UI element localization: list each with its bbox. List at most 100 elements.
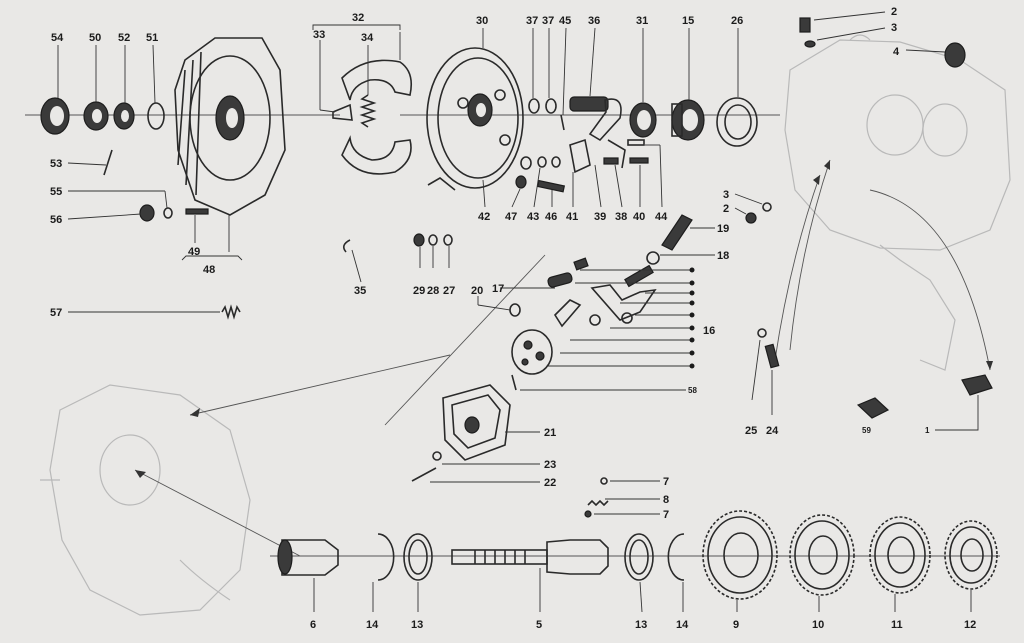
- washer-55: [163, 207, 173, 219]
- callout-8: 8: [663, 494, 669, 506]
- callout-20: 20: [471, 285, 483, 297]
- circlip-14-right: [667, 533, 685, 581]
- callout-27: 27: [443, 285, 455, 297]
- washer-23: [432, 451, 442, 461]
- callout-4: 4: [893, 46, 900, 58]
- engine-casing-outline: [784, 34, 1011, 371]
- callout-29: 29: [413, 285, 425, 297]
- callout-39: 39: [594, 211, 606, 223]
- callout-35: 35: [354, 285, 366, 297]
- callout-25: 25: [745, 425, 757, 437]
- screw-22: [411, 467, 437, 482]
- callout-24: 24: [766, 425, 779, 437]
- pin-58: [511, 374, 517, 391]
- spindle-19: [646, 214, 693, 265]
- callout-43: 43: [527, 211, 539, 223]
- callout-55: 55: [50, 186, 62, 198]
- cam-lever-36: [569, 96, 622, 142]
- callout-3a: 3: [891, 22, 897, 34]
- ring-13-left: [403, 533, 433, 581]
- bearing-52: [113, 102, 135, 130]
- ball-bearing-15: [671, 99, 705, 141]
- callout-34: 34: [361, 32, 374, 44]
- callout-1: 1: [925, 426, 930, 435]
- callout-33: 33: [313, 29, 325, 41]
- callout-46: 46: [545, 211, 557, 223]
- bolt-49: [185, 208, 209, 215]
- bracket-1: [961, 374, 993, 396]
- leader-lines: [57, 11, 979, 613]
- callout-15: 15: [682, 15, 694, 27]
- callout-17: 17: [492, 283, 504, 295]
- ring-51: [147, 102, 165, 130]
- callout-38: 38: [615, 211, 627, 223]
- callout-58: 58: [688, 386, 697, 395]
- oil-seal-31: [629, 102, 657, 138]
- callout-2a: 2: [891, 6, 897, 18]
- callout-53: 53: [50, 158, 62, 170]
- callout-56: 56: [50, 214, 62, 226]
- spring-57: [221, 304, 241, 320]
- callout-47: 47: [505, 211, 517, 223]
- callout-14a: 14: [366, 619, 379, 631]
- gear-10: [789, 514, 855, 596]
- leader-16-bracket: [548, 267, 695, 369]
- callout-51: 51: [146, 32, 158, 44]
- gear-12: [944, 520, 998, 590]
- nut-56: [139, 204, 155, 222]
- callout-57: 57: [50, 307, 62, 319]
- callout-11: 11: [891, 619, 903, 631]
- cap-4: [944, 42, 966, 68]
- callout-12: 12: [964, 619, 976, 631]
- gasket-26: [716, 97, 758, 147]
- seal-ring-50: [83, 101, 109, 131]
- callout-9: 9: [733, 619, 739, 631]
- callout-28: 28: [427, 285, 439, 297]
- gearbox-housing-outline: [40, 384, 251, 616]
- plug-2: [799, 17, 811, 33]
- callout-49: 49: [188, 246, 200, 258]
- callout-44: 44: [655, 211, 668, 223]
- brake-drum-48: [174, 37, 286, 216]
- linkage-parts-38-47: [515, 138, 649, 193]
- callout-23: 23: [544, 459, 556, 471]
- selector-mechanism-16-20: [509, 257, 657, 328]
- callout-52: 52: [118, 32, 130, 44]
- callout-30: 30: [476, 15, 488, 27]
- front-bearing-54: [40, 97, 70, 135]
- callout-50: 50: [89, 32, 101, 44]
- callout-13b: 13: [635, 619, 647, 631]
- circlip-14-left: [377, 533, 395, 581]
- callout-3b: 3: [723, 189, 729, 201]
- callout-5: 5: [536, 619, 542, 631]
- callout-59: 59: [862, 426, 871, 435]
- callout-37a: 37: [526, 15, 538, 27]
- sleeve-6: [277, 539, 339, 576]
- callout-54: 54: [51, 32, 64, 44]
- callout-18: 18: [717, 250, 729, 262]
- callout-26: 26: [731, 15, 743, 27]
- stud-53: [103, 149, 113, 176]
- callout-19: 19: [717, 223, 729, 235]
- callout-37b: 37: [542, 15, 554, 27]
- callout-41: 41: [566, 211, 578, 223]
- callout-22: 22: [544, 477, 556, 489]
- bolt-24-washer-25: [757, 328, 780, 369]
- part-59: [856, 397, 890, 419]
- clip-35: [342, 239, 351, 253]
- callout-45: 45: [559, 15, 571, 27]
- callout-36: 36: [588, 15, 600, 27]
- gear-11: [869, 516, 931, 594]
- callout-10: 10: [812, 619, 824, 631]
- brake-shoes-32: [332, 59, 413, 175]
- arrow-heads: [135, 160, 993, 478]
- callout-40: 40: [633, 211, 645, 223]
- washer-3: [804, 40, 816, 48]
- callout-2b: 2: [723, 203, 729, 215]
- callout-42: 42: [478, 211, 490, 223]
- plug-2-washer-3-lower: [745, 202, 772, 224]
- callout-32: 32: [352, 12, 364, 24]
- washers-27-29: [413, 233, 453, 247]
- callout-13a: 13: [411, 619, 423, 631]
